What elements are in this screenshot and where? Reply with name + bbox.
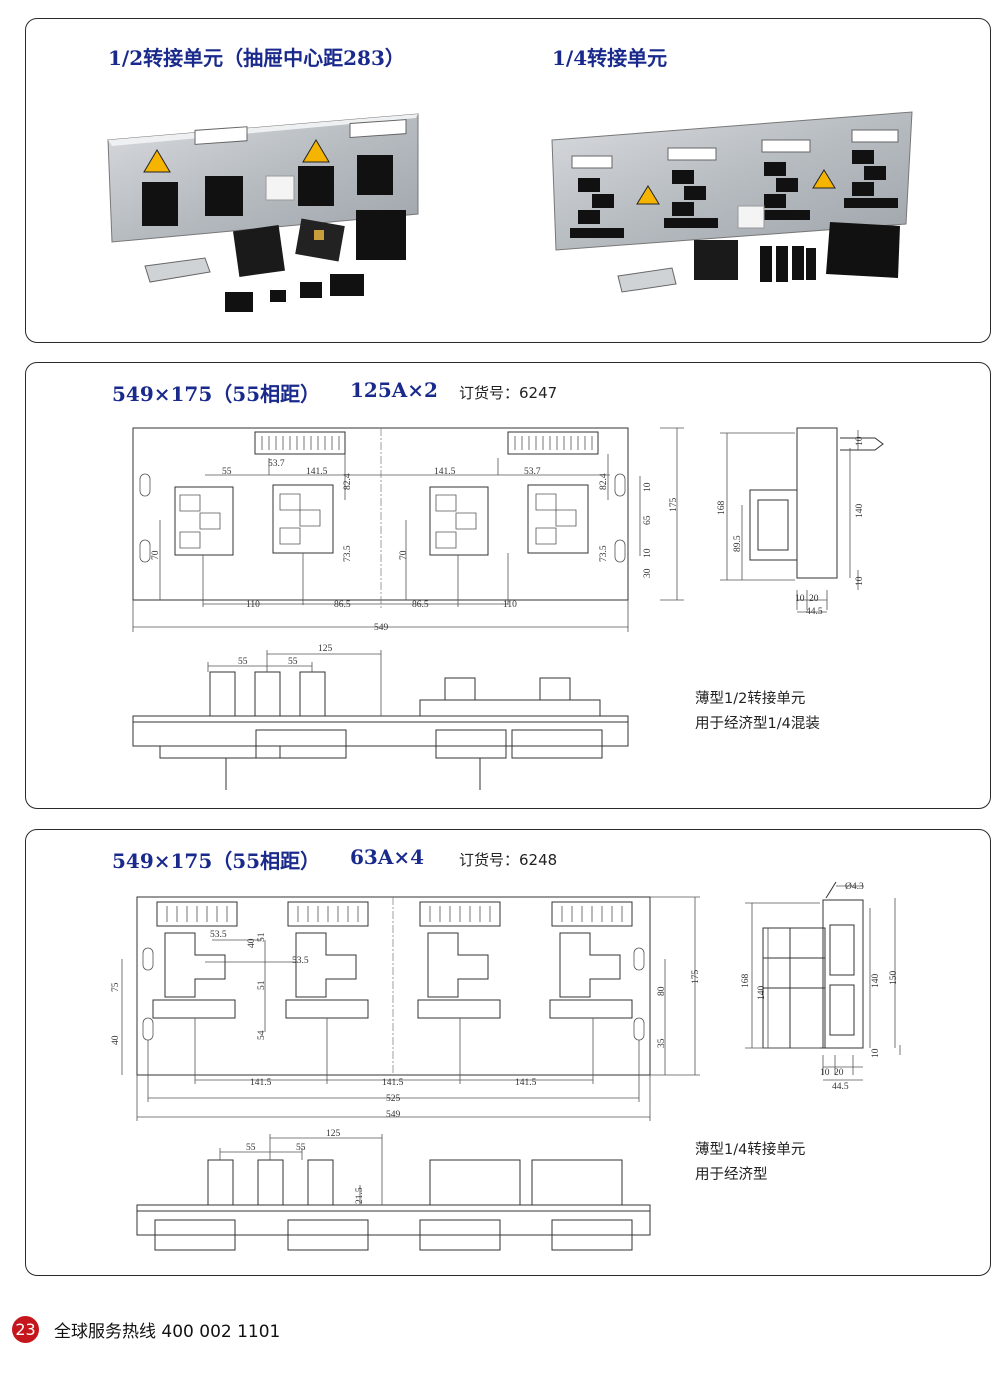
quarter-unit-title: 1/4转接单元 (552, 46, 668, 70)
product-note: 薄型1/2转接单元 用于经济型1/4混装 (695, 687, 820, 737)
size-title: 549×175（55相距） (112, 382, 321, 406)
service-hotline: 全球服务热线 400 002 1101 (54, 1322, 281, 1342)
rating-title: 125A×2 (350, 378, 438, 402)
half-unit-title: 1/2转接单元（抽屉中心距283） (108, 46, 405, 70)
page-footer: 23 全球服务热线 400 002 1101 (12, 1316, 280, 1343)
drawing-panel-6248 (25, 829, 991, 1276)
note-line: 用于经济型1/4混装 (695, 716, 820, 732)
drawing-panel-6247 (25, 362, 991, 809)
note-line: 薄型1/2转接单元 (695, 691, 806, 707)
order-number: 订货号：6247 (459, 384, 558, 402)
note-line: 薄型1/4转接单元 (695, 1142, 806, 1158)
size-title: 549×175（55相距） (112, 849, 321, 873)
order-number: 订货号：6248 (459, 851, 558, 869)
page-number-badge: 23 (12, 1316, 39, 1343)
product-note: 薄型1/4转接单元 用于经济型 (695, 1138, 805, 1188)
note-line: 用于经济型 (695, 1167, 768, 1183)
rating-title: 63A×4 (350, 845, 425, 869)
